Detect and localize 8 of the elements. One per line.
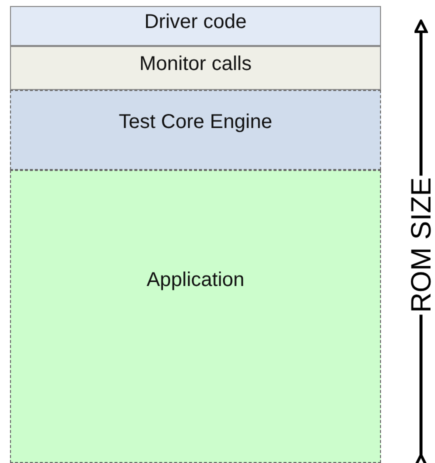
segment-label: Monitor calls bbox=[139, 53, 252, 77]
segment-label: Driver code bbox=[144, 11, 247, 35]
segment-label: Test Core Engine bbox=[118, 111, 272, 135]
memory-segment bbox=[10, 170, 381, 463]
memory-segment bbox=[10, 6, 381, 46]
memory-segment bbox=[10, 46, 381, 90]
segment-label: Application bbox=[146, 269, 244, 293]
memory-segment bbox=[10, 90, 381, 170]
